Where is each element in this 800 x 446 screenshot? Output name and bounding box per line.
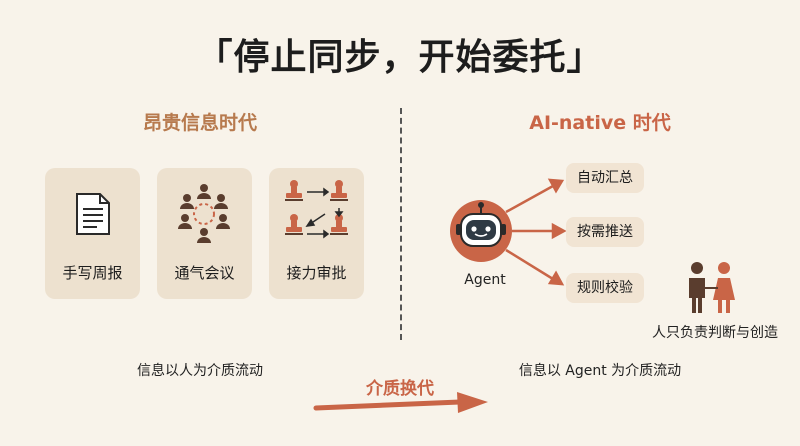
page-title: 「停止同步，开始委托」: [196, 37, 604, 78]
right-heading: AI-native 时代: [529, 112, 671, 134]
left-heading: 昂贵信息时代: [142, 112, 257, 134]
arrowhead-summary: [547, 178, 565, 194]
task-on-demand-push: 按需推送: [566, 217, 644, 247]
arrowhead-push: [551, 222, 567, 240]
center-divider: [400, 108, 402, 340]
document-icon: [76, 193, 110, 235]
transition-label: 介质换代: [366, 379, 434, 399]
card-label: 通气会议: [174, 264, 235, 282]
right-caption: 信息以 Agent 为介质流动: [518, 363, 682, 379]
agent-label: Agent: [464, 272, 506, 288]
people-label: 人只负责判断与创造: [652, 325, 778, 341]
task-rule-validation: 规则校验: [566, 273, 644, 303]
card-relay-approval: 接力审批: [269, 168, 364, 299]
people-icon: [689, 262, 735, 313]
left-caption: 信息以人为介质流动: [137, 363, 263, 379]
transition-arrow: [313, 392, 488, 413]
arrow-to-summary: [505, 184, 554, 214]
card-sync-meeting: 通气会议: [157, 168, 252, 299]
agent-robot-icon: [450, 200, 512, 262]
stamp-relay-icon: [285, 180, 348, 239]
arrowhead-validate: [547, 270, 565, 286]
card-label: 手写周报: [62, 264, 123, 282]
task-auto-summary: 自动汇总: [566, 163, 644, 193]
card-handwritten-report: 手写周报: [45, 168, 140, 299]
meeting-circle-icon: [178, 184, 230, 243]
card-label: 接力审批: [286, 264, 347, 282]
arrow-to-validate: [505, 248, 554, 281]
